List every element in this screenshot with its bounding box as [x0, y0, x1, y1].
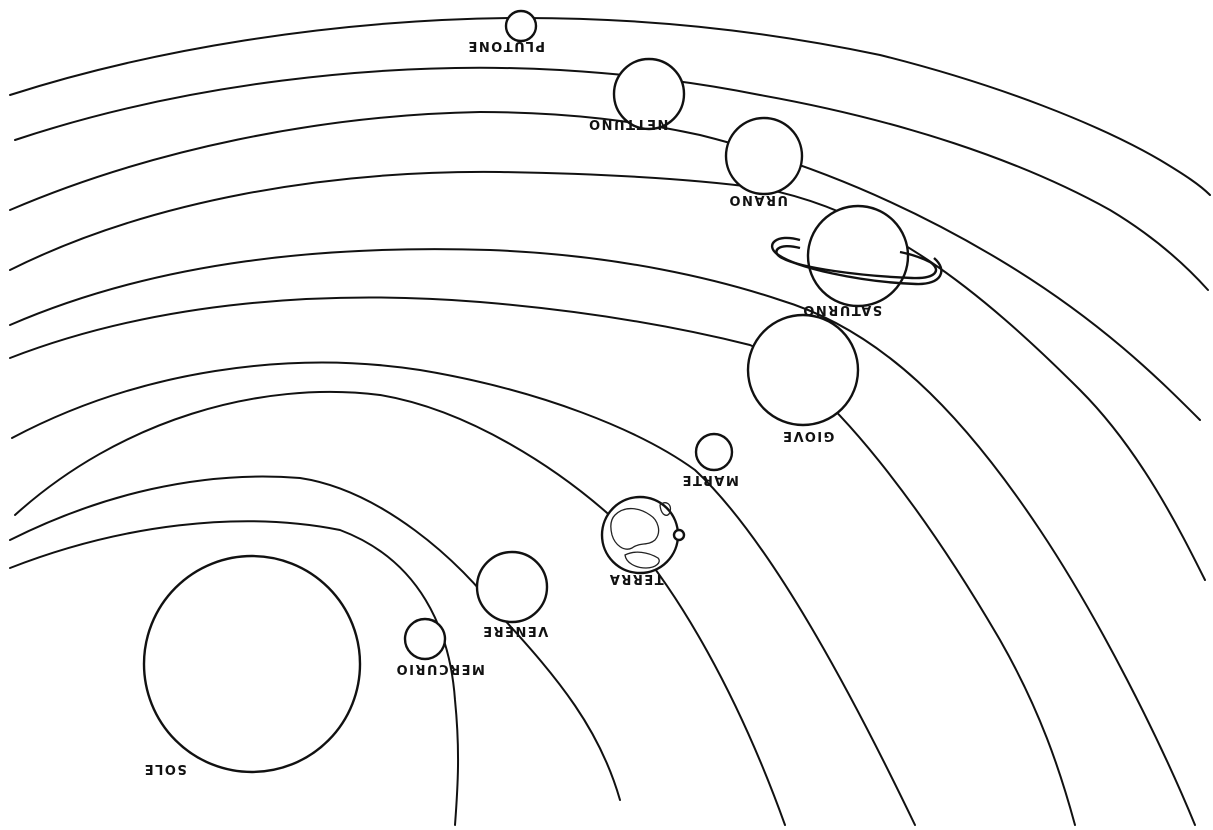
label-plutone: PLUTONE [467, 38, 545, 53]
label-terra: TERRA [608, 571, 663, 586]
orbit-saturno [9, 248, 1196, 826]
label-marte: MARTE [681, 472, 739, 487]
orbit-plutone [9, 16, 1211, 196]
terra-continents [610, 502, 686, 569]
orbit-marte [11, 361, 916, 826]
planet-nettuno [612, 57, 686, 131]
orbit-nettuno [9, 110, 1201, 421]
sun [142, 554, 362, 774]
planet-plutone [504, 9, 538, 43]
label-mercurio: MERCURIO [395, 661, 485, 676]
label-giove: GIOVE [782, 428, 835, 443]
planet-saturno [806, 204, 910, 308]
orbit-plutone-inner [14, 66, 1209, 291]
label-nettuno: NETTUNO [588, 116, 669, 131]
orbit-venere [9, 475, 621, 801]
planet-giove [746, 313, 860, 427]
planet-urano [724, 116, 804, 196]
terra-moon [672, 528, 686, 542]
orbit-giove [9, 296, 1076, 826]
orbit-mercurio [9, 520, 460, 826]
saturno-ring [770, 236, 943, 286]
label-urano: URANO [728, 192, 788, 207]
planet-terra [600, 495, 680, 575]
label-venere: VENERE [482, 623, 549, 638]
label-sole: SOLE [143, 761, 187, 776]
planet-venere [475, 550, 549, 624]
planet-marte [694, 432, 734, 472]
orbit-terra [14, 390, 786, 826]
label-saturno: SATURNO [802, 302, 882, 317]
planet-mercurio [403, 617, 447, 661]
orbits [9, 16, 1211, 826]
